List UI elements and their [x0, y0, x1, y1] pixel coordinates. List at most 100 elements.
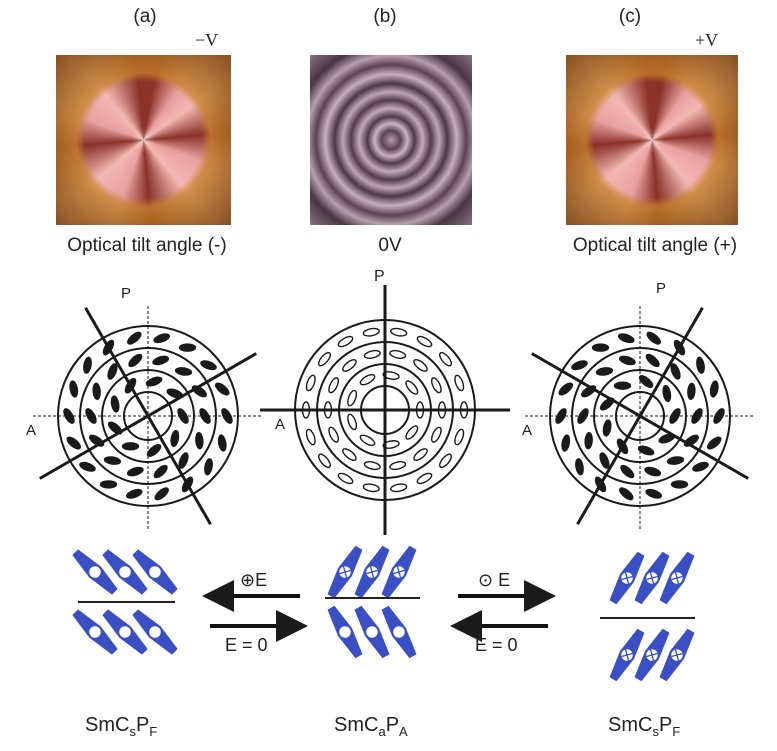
director-molecule	[323, 401, 333, 419]
director-molecule	[389, 461, 407, 471]
molecule-left-bottom	[132, 609, 178, 655]
dipole-cross	[369, 566, 375, 578]
director-molecule	[154, 487, 169, 501]
director-molecule	[454, 428, 465, 446]
director-molecule	[121, 442, 140, 451]
director-molecule	[127, 331, 142, 345]
director-molecule	[382, 440, 400, 449]
molecule-center-top	[327, 545, 363, 599]
dipole-symbol	[117, 564, 133, 580]
director-molecule	[390, 483, 408, 493]
director-molecule	[170, 429, 180, 448]
director-molecule	[363, 349, 381, 359]
director-molecule	[613, 381, 632, 390]
director-molecule	[178, 343, 197, 352]
director-diagram-c	[525, 306, 755, 531]
director-molecule	[99, 480, 118, 489]
director-molecule	[177, 408, 189, 424]
director-molecule	[128, 353, 143, 368]
dipole-symbol	[87, 564, 103, 580]
director-molecule	[301, 401, 311, 419]
analyzer-label-a: A	[26, 422, 37, 439]
molecule-right-bottom	[659, 628, 695, 682]
dipole-symbol	[147, 624, 163, 640]
director-molecule	[555, 408, 567, 424]
director-molecule	[617, 333, 635, 344]
director-molecule	[347, 413, 358, 431]
director-molecule	[174, 367, 193, 376]
director-molecule	[670, 363, 681, 380]
director-diagram-b	[260, 285, 510, 535]
panel-label-a: (a)	[133, 6, 157, 27]
director-molecule	[342, 359, 357, 372]
director-molecule	[430, 377, 442, 394]
molecule-center-top	[354, 545, 390, 599]
director-molecule	[125, 488, 143, 499]
director-molecule	[619, 487, 634, 501]
phase-label-center: SmCaPA	[334, 714, 408, 739]
dipole-symbol	[147, 564, 163, 580]
layer-lines	[78, 597, 695, 619]
molecule-layer	[72, 545, 695, 682]
molecule-right-top	[609, 551, 645, 605]
director-molecule	[575, 458, 584, 476]
molecule-left-bottom	[72, 609, 118, 655]
polarizer-label-b: P	[374, 268, 385, 285]
director-molecule	[666, 456, 685, 465]
phase-label-left: SmCsPF	[85, 714, 158, 739]
director-molecule	[645, 353, 660, 368]
director-molecule	[637, 445, 655, 456]
director-molecule	[328, 377, 340, 394]
dipole-cross	[649, 649, 655, 661]
director-molecule	[199, 408, 211, 424]
director-molecule	[618, 355, 636, 366]
phase-label-right: SmCsPF	[608, 714, 681, 739]
voltage-label-c: +V	[695, 30, 719, 50]
director-molecule	[215, 382, 230, 396]
director-molecule	[670, 480, 689, 489]
director-molecule	[713, 408, 725, 424]
director-molecule	[217, 434, 227, 452]
director-molecule	[561, 434, 571, 452]
field-label-right: ⊙ E	[478, 570, 511, 590]
director-molecule	[85, 408, 97, 424]
director-molecule	[359, 434, 376, 447]
director-molecule	[644, 466, 662, 477]
director-molecule	[328, 426, 340, 443]
molecule-right-bottom	[609, 628, 645, 682]
director-molecule	[69, 380, 79, 398]
director-molecule	[577, 408, 589, 424]
director-molecule	[305, 428, 316, 446]
director-molecule	[342, 448, 357, 461]
director-molecule	[405, 425, 419, 440]
director-molecule	[405, 380, 419, 395]
micrograph-a	[56, 55, 231, 225]
director-molecule	[181, 476, 194, 493]
molecule-right-top	[659, 551, 695, 605]
molecule-center-bottom	[381, 605, 417, 659]
director-molecule	[362, 327, 380, 337]
director-molecule	[454, 374, 465, 392]
dipole-symbol	[337, 624, 353, 640]
director-molecule	[416, 472, 433, 485]
director-molecule	[347, 389, 358, 407]
analyzer-label-b: A	[275, 416, 286, 433]
director-molecule	[416, 335, 433, 348]
polarizer-label-c: P	[656, 280, 667, 297]
director-diagram-a	[33, 306, 263, 531]
director-molecule	[620, 464, 635, 479]
director-molecule	[152, 355, 170, 366]
director-molecule	[89, 434, 105, 447]
analyzer-label-c: A	[522, 422, 533, 439]
director-molecule	[683, 434, 699, 447]
director-molecule	[616, 438, 629, 455]
director-molecule	[362, 483, 380, 493]
director-molecule	[146, 443, 162, 457]
director-molecule	[439, 453, 453, 469]
dipole-cross	[649, 572, 655, 584]
director-molecule	[107, 363, 118, 380]
director-molecule	[413, 448, 428, 461]
molecule-left-top	[102, 549, 148, 595]
director-molecule	[413, 359, 428, 372]
panel-label-c: (c)	[618, 6, 642, 27]
